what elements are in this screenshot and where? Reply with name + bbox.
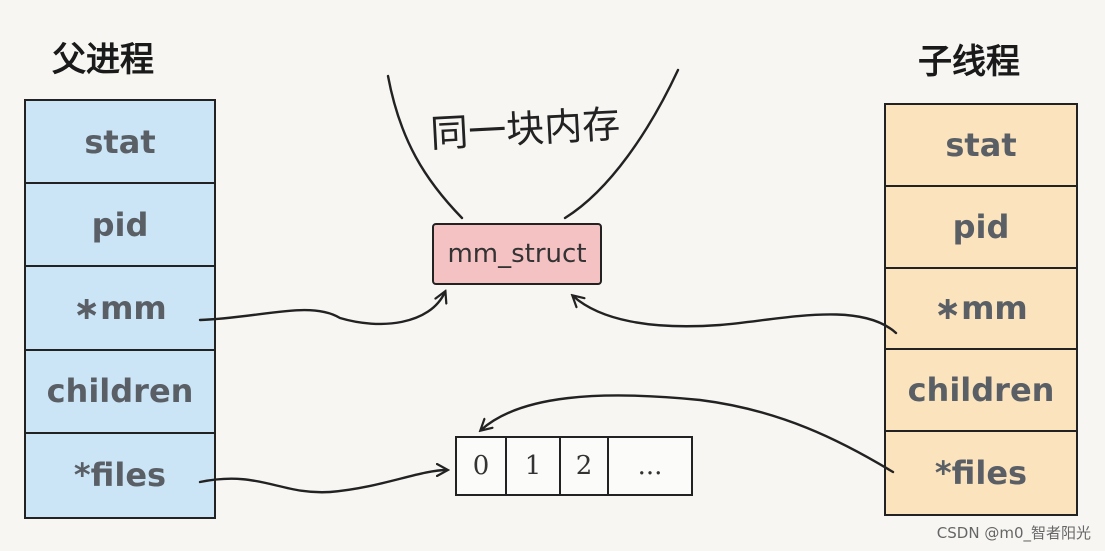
parent-field-mm: ∗mm xyxy=(26,267,214,351)
memory-funnel-right-line xyxy=(563,68,680,220)
watermark: CSDN @m0_智者阳光 xyxy=(936,524,1091,542)
child-mm-arrow xyxy=(573,296,898,335)
child-field-children: children xyxy=(886,350,1076,433)
mm-struct-box: mm_struct xyxy=(432,223,602,285)
child-thread-title: 子线程 xyxy=(918,42,1020,82)
parent-field-children: children xyxy=(26,351,214,434)
child-field-mm: ∗mm xyxy=(886,269,1076,351)
fd-cell-0: 0 xyxy=(457,438,507,494)
file-descriptor-table: 0 1 2 ... xyxy=(455,436,693,496)
fd-cell-ellipsis: ... xyxy=(637,451,663,481)
child-files-arrow xyxy=(481,394,895,474)
parent-field-pid: pid xyxy=(26,184,214,268)
parent-process-title: 父进程 xyxy=(52,40,154,80)
child-task-struct: stat pid ∗mm children *files xyxy=(884,103,1078,516)
fd-cell-2: 2 xyxy=(561,438,609,494)
parent-mm-arrow xyxy=(198,292,445,326)
parent-field-stat: stat xyxy=(26,101,214,185)
parent-files-arrow xyxy=(198,470,447,494)
child-field-files: *files xyxy=(934,454,1028,493)
fd-cell-1: 1 xyxy=(507,438,561,494)
parent-field-files: *files xyxy=(73,456,167,495)
child-field-pid: pid xyxy=(886,187,1076,269)
parent-task-struct: stat pid ∗mm children *files xyxy=(24,99,216,519)
child-field-stat: stat xyxy=(886,105,1076,187)
memory-funnel-left-line xyxy=(386,74,464,220)
mm-struct-label: mm_struct xyxy=(447,239,587,269)
